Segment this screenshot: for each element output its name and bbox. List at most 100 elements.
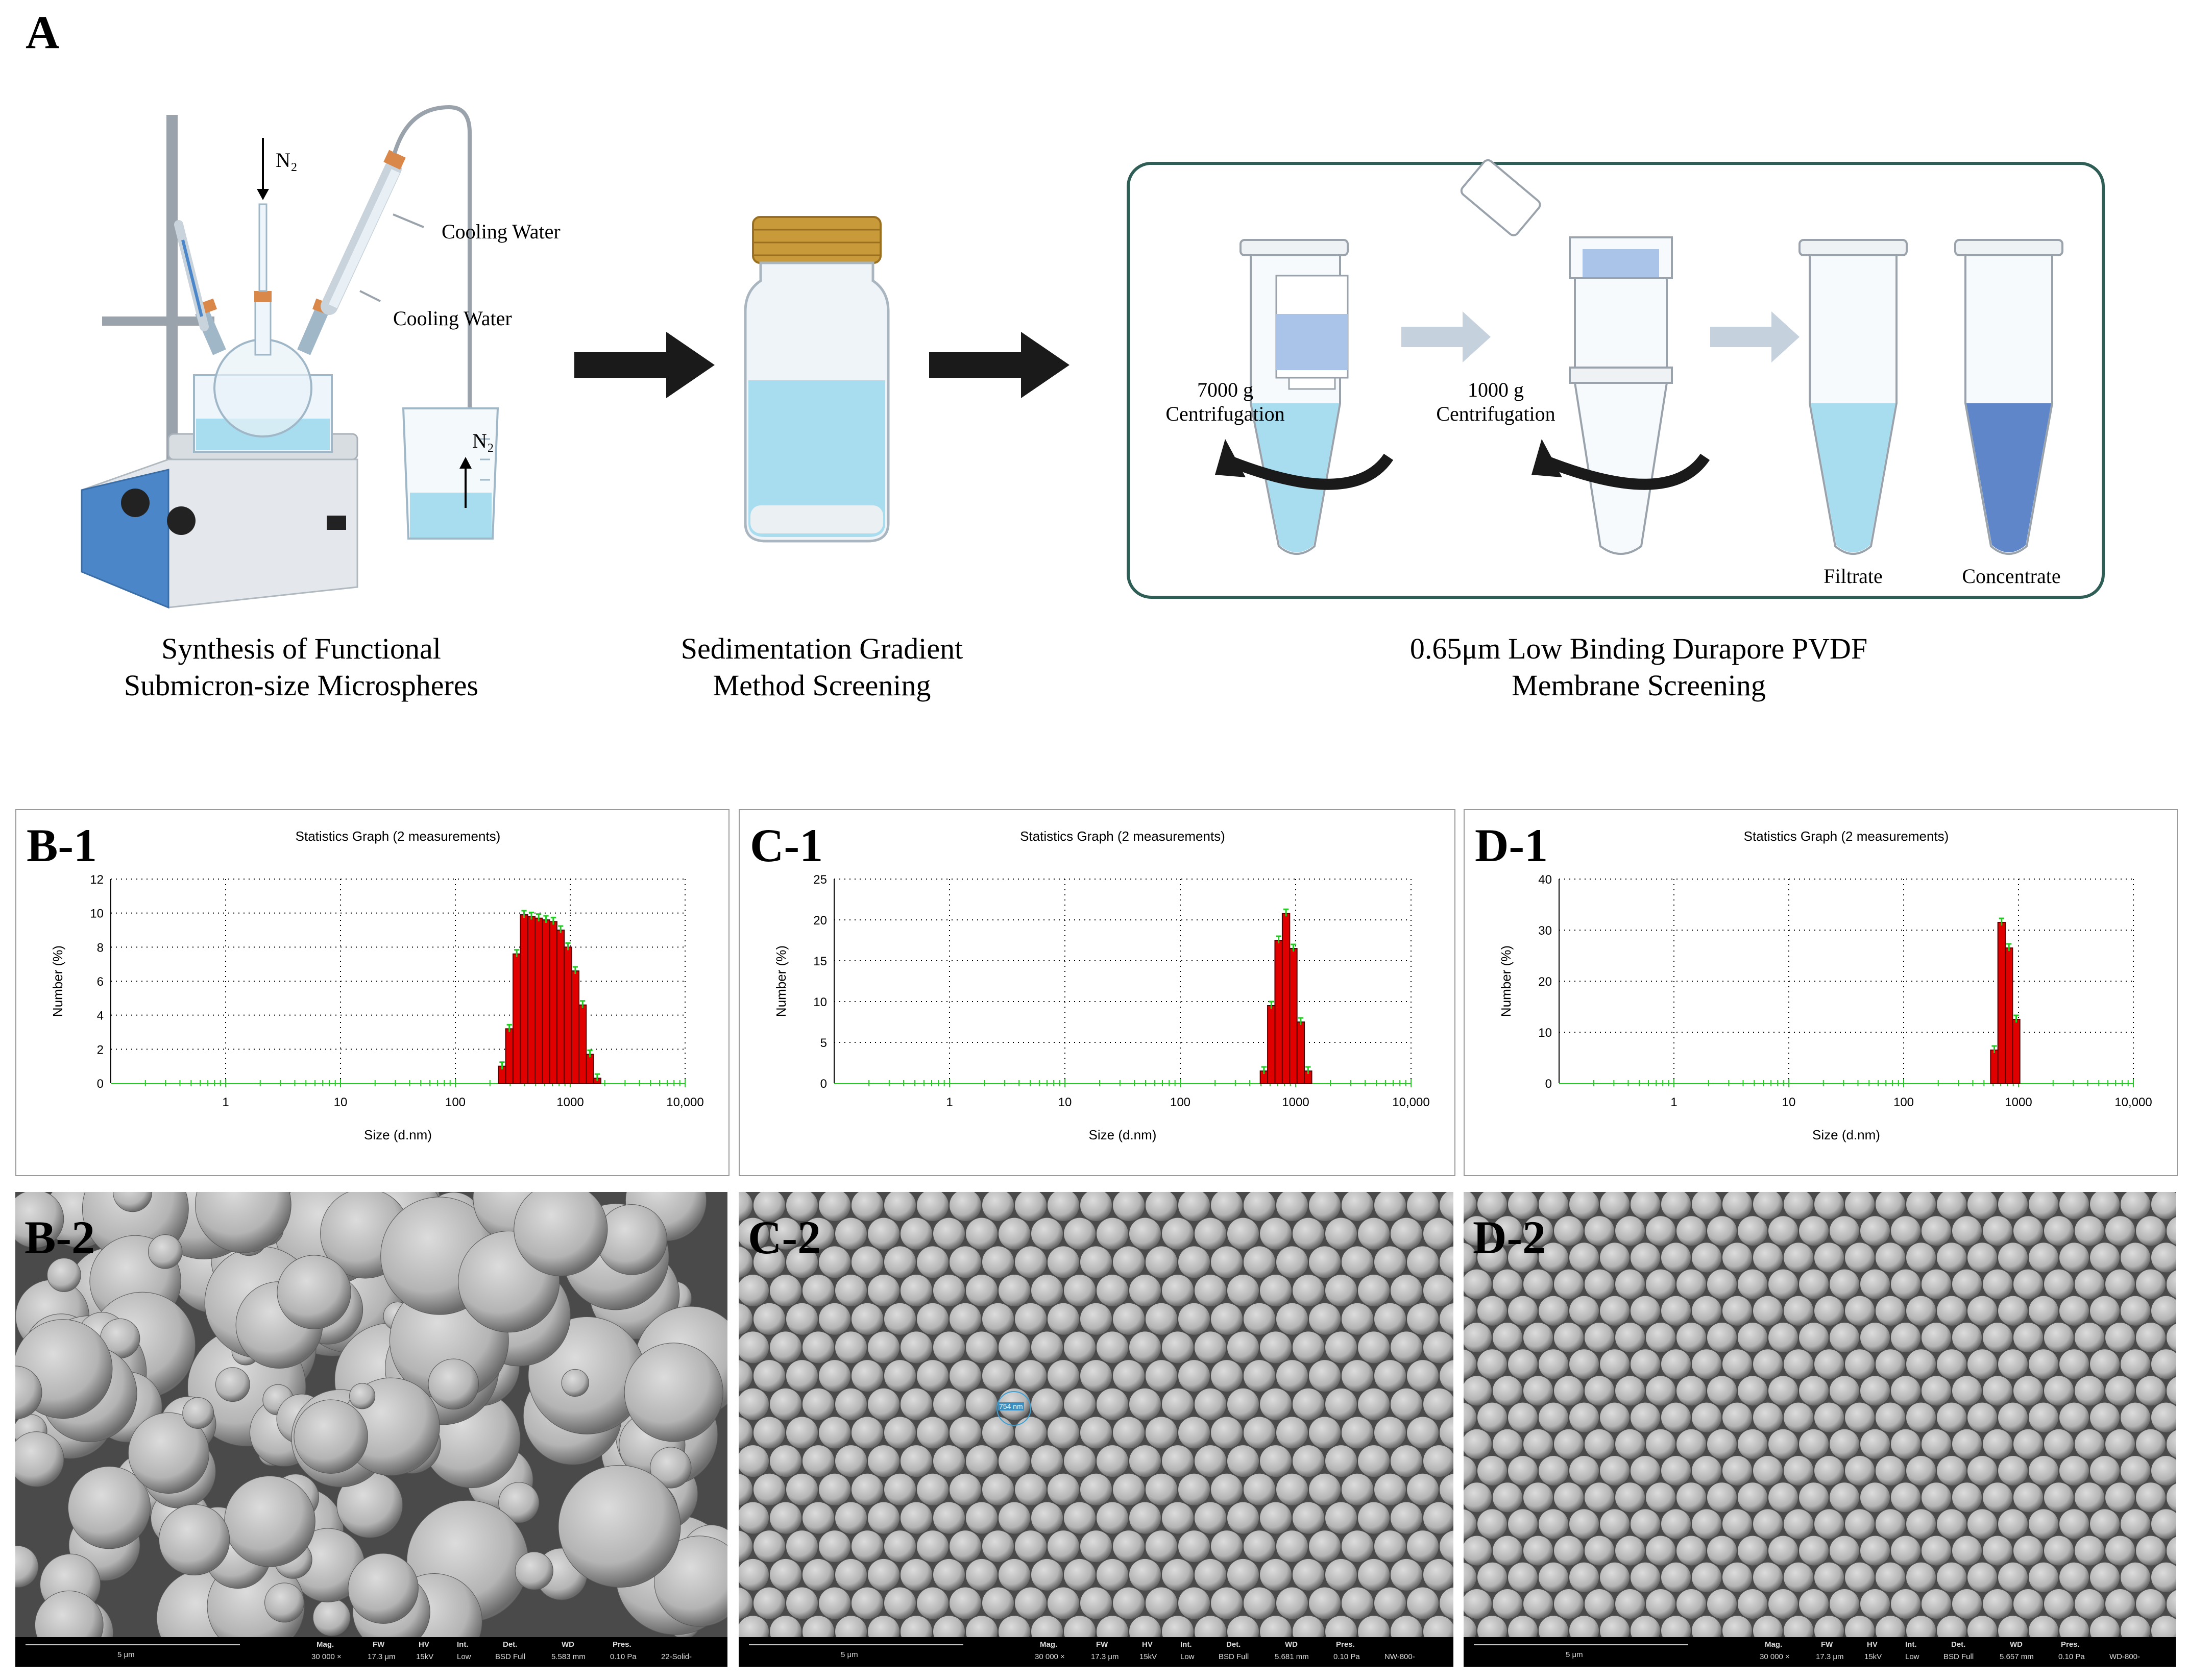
- x-tick-label: 1000: [556, 1095, 584, 1109]
- microsphere: [770, 1445, 801, 1477]
- microsphere: [835, 1331, 867, 1364]
- microsphere: [2044, 1589, 2074, 1619]
- microsphere: [1967, 1402, 1997, 1432]
- microsphere: [1539, 1509, 1568, 1539]
- microsphere: [1952, 1589, 1982, 1619]
- microsphere: [1906, 1509, 1936, 1539]
- microsphere: [739, 1417, 752, 1449]
- microsphere: [1325, 1275, 1357, 1307]
- microsphere: [1799, 1269, 1829, 1299]
- microsphere: [1293, 1502, 1324, 1534]
- microsphere: [966, 1502, 998, 1534]
- microsphere: [1830, 1376, 1859, 1406]
- microsphere: [1722, 1456, 1752, 1486]
- microsphere: [2151, 1456, 2176, 1486]
- microsphere: [1845, 1192, 1875, 1219]
- microsphere: [950, 1587, 981, 1619]
- microsphere: [1799, 1376, 1829, 1406]
- microsphere: [2121, 1296, 2150, 1326]
- microsphere: [1646, 1482, 1675, 1513]
- microsphere: [1407, 1192, 1439, 1221]
- microsphere: [1891, 1323, 1920, 1352]
- microsphere: [901, 1502, 932, 1534]
- microsphere: [1937, 1509, 1966, 1539]
- microsphere: [1523, 1589, 1553, 1619]
- microsphere: [1615, 1482, 1645, 1513]
- microsphere: [1211, 1417, 1243, 1449]
- fw-label: FW: [1096, 1640, 1108, 1649]
- microsphere: [2044, 1269, 2074, 1299]
- microsphere: [1692, 1402, 1721, 1432]
- microsphere: [1876, 1509, 1905, 1539]
- microsphere: [1922, 1323, 1951, 1352]
- microsphere: [1325, 1502, 1357, 1534]
- microsphere: [933, 1502, 965, 1534]
- microsphere: [1440, 1474, 1453, 1505]
- microsphere: [1937, 1243, 1966, 1273]
- microsphere: [1585, 1269, 1614, 1299]
- microsphere: [1661, 1192, 1691, 1219]
- x-tick-label: 100: [1893, 1095, 1914, 1109]
- wd-value: 5.657 mm: [2000, 1652, 2034, 1661]
- microsphere: [1325, 1218, 1357, 1250]
- filtrate-label: Filtrate: [1824, 565, 1883, 588]
- microsphere: [1722, 1402, 1752, 1432]
- microsphere: [1722, 1296, 1752, 1326]
- microsphere: [1952, 1482, 1982, 1513]
- microsphere: [1195, 1502, 1226, 1534]
- microsphere: [770, 1275, 801, 1307]
- microsphere: [1374, 1587, 1406, 1619]
- microsphere: [999, 1275, 1030, 1307]
- microsphere: [739, 1218, 769, 1250]
- microsphere: [1276, 1360, 1308, 1392]
- microsphere: [1211, 1530, 1243, 1563]
- microsphere: [1113, 1360, 1145, 1392]
- y-tick-label: 20: [813, 914, 827, 928]
- microsphere: [884, 1530, 916, 1563]
- n2-beaker: [402, 407, 499, 540]
- microsphere: [1342, 1246, 1373, 1278]
- microsphere: [2151, 1243, 2176, 1273]
- microsphere: [1998, 1243, 2028, 1273]
- microsphere: [1998, 1402, 2028, 1432]
- x-tick-label: 1000: [2005, 1095, 2032, 1109]
- microsphere: [1195, 1559, 1226, 1591]
- microsphere: [67, 1466, 151, 1549]
- microsphere: [1227, 1275, 1259, 1307]
- microsphere: [1129, 1275, 1161, 1307]
- microsphere: [917, 1246, 949, 1278]
- microsphere: [1391, 1559, 1422, 1591]
- y-tick-label: 5: [820, 1036, 827, 1050]
- microsphere: [1768, 1536, 1798, 1566]
- microsphere: [999, 1445, 1030, 1477]
- microsphere: [1391, 1275, 1422, 1307]
- microsphere: [1178, 1417, 1210, 1449]
- microsphere: [1768, 1323, 1798, 1352]
- microsphere: [1048, 1192, 1079, 1221]
- microsphere: [2013, 1323, 2043, 1352]
- microsphere: [498, 1482, 540, 1523]
- microsphere: [739, 1587, 752, 1619]
- microsphere: [1358, 1445, 1390, 1477]
- microsphere: [1146, 1246, 1177, 1278]
- microsphere: [786, 1473, 818, 1505]
- microsphere: [739, 1388, 769, 1420]
- light-arrow-icon: [1710, 311, 1800, 362]
- microsphere: [1967, 1509, 1997, 1539]
- microsphere: [224, 1475, 315, 1567]
- microsphere: [739, 1275, 769, 1307]
- microsphere: [1309, 1587, 1341, 1619]
- microsphere: [739, 1360, 752, 1392]
- sedimentation-bottle: [744, 216, 890, 543]
- microsphere: [1374, 1246, 1406, 1278]
- microsphere: [852, 1360, 883, 1392]
- microsphere: [999, 1331, 1030, 1364]
- microsphere: [1631, 1402, 1660, 1432]
- microsphere: [739, 1303, 752, 1335]
- cent-1000-label: 1000 g Centrifugation: [1435, 378, 1557, 426]
- caption-membrane: 0.65μm Low Binding Durapore PVDF Membran…: [1307, 630, 1971, 704]
- microsphere: [1845, 1509, 1875, 1539]
